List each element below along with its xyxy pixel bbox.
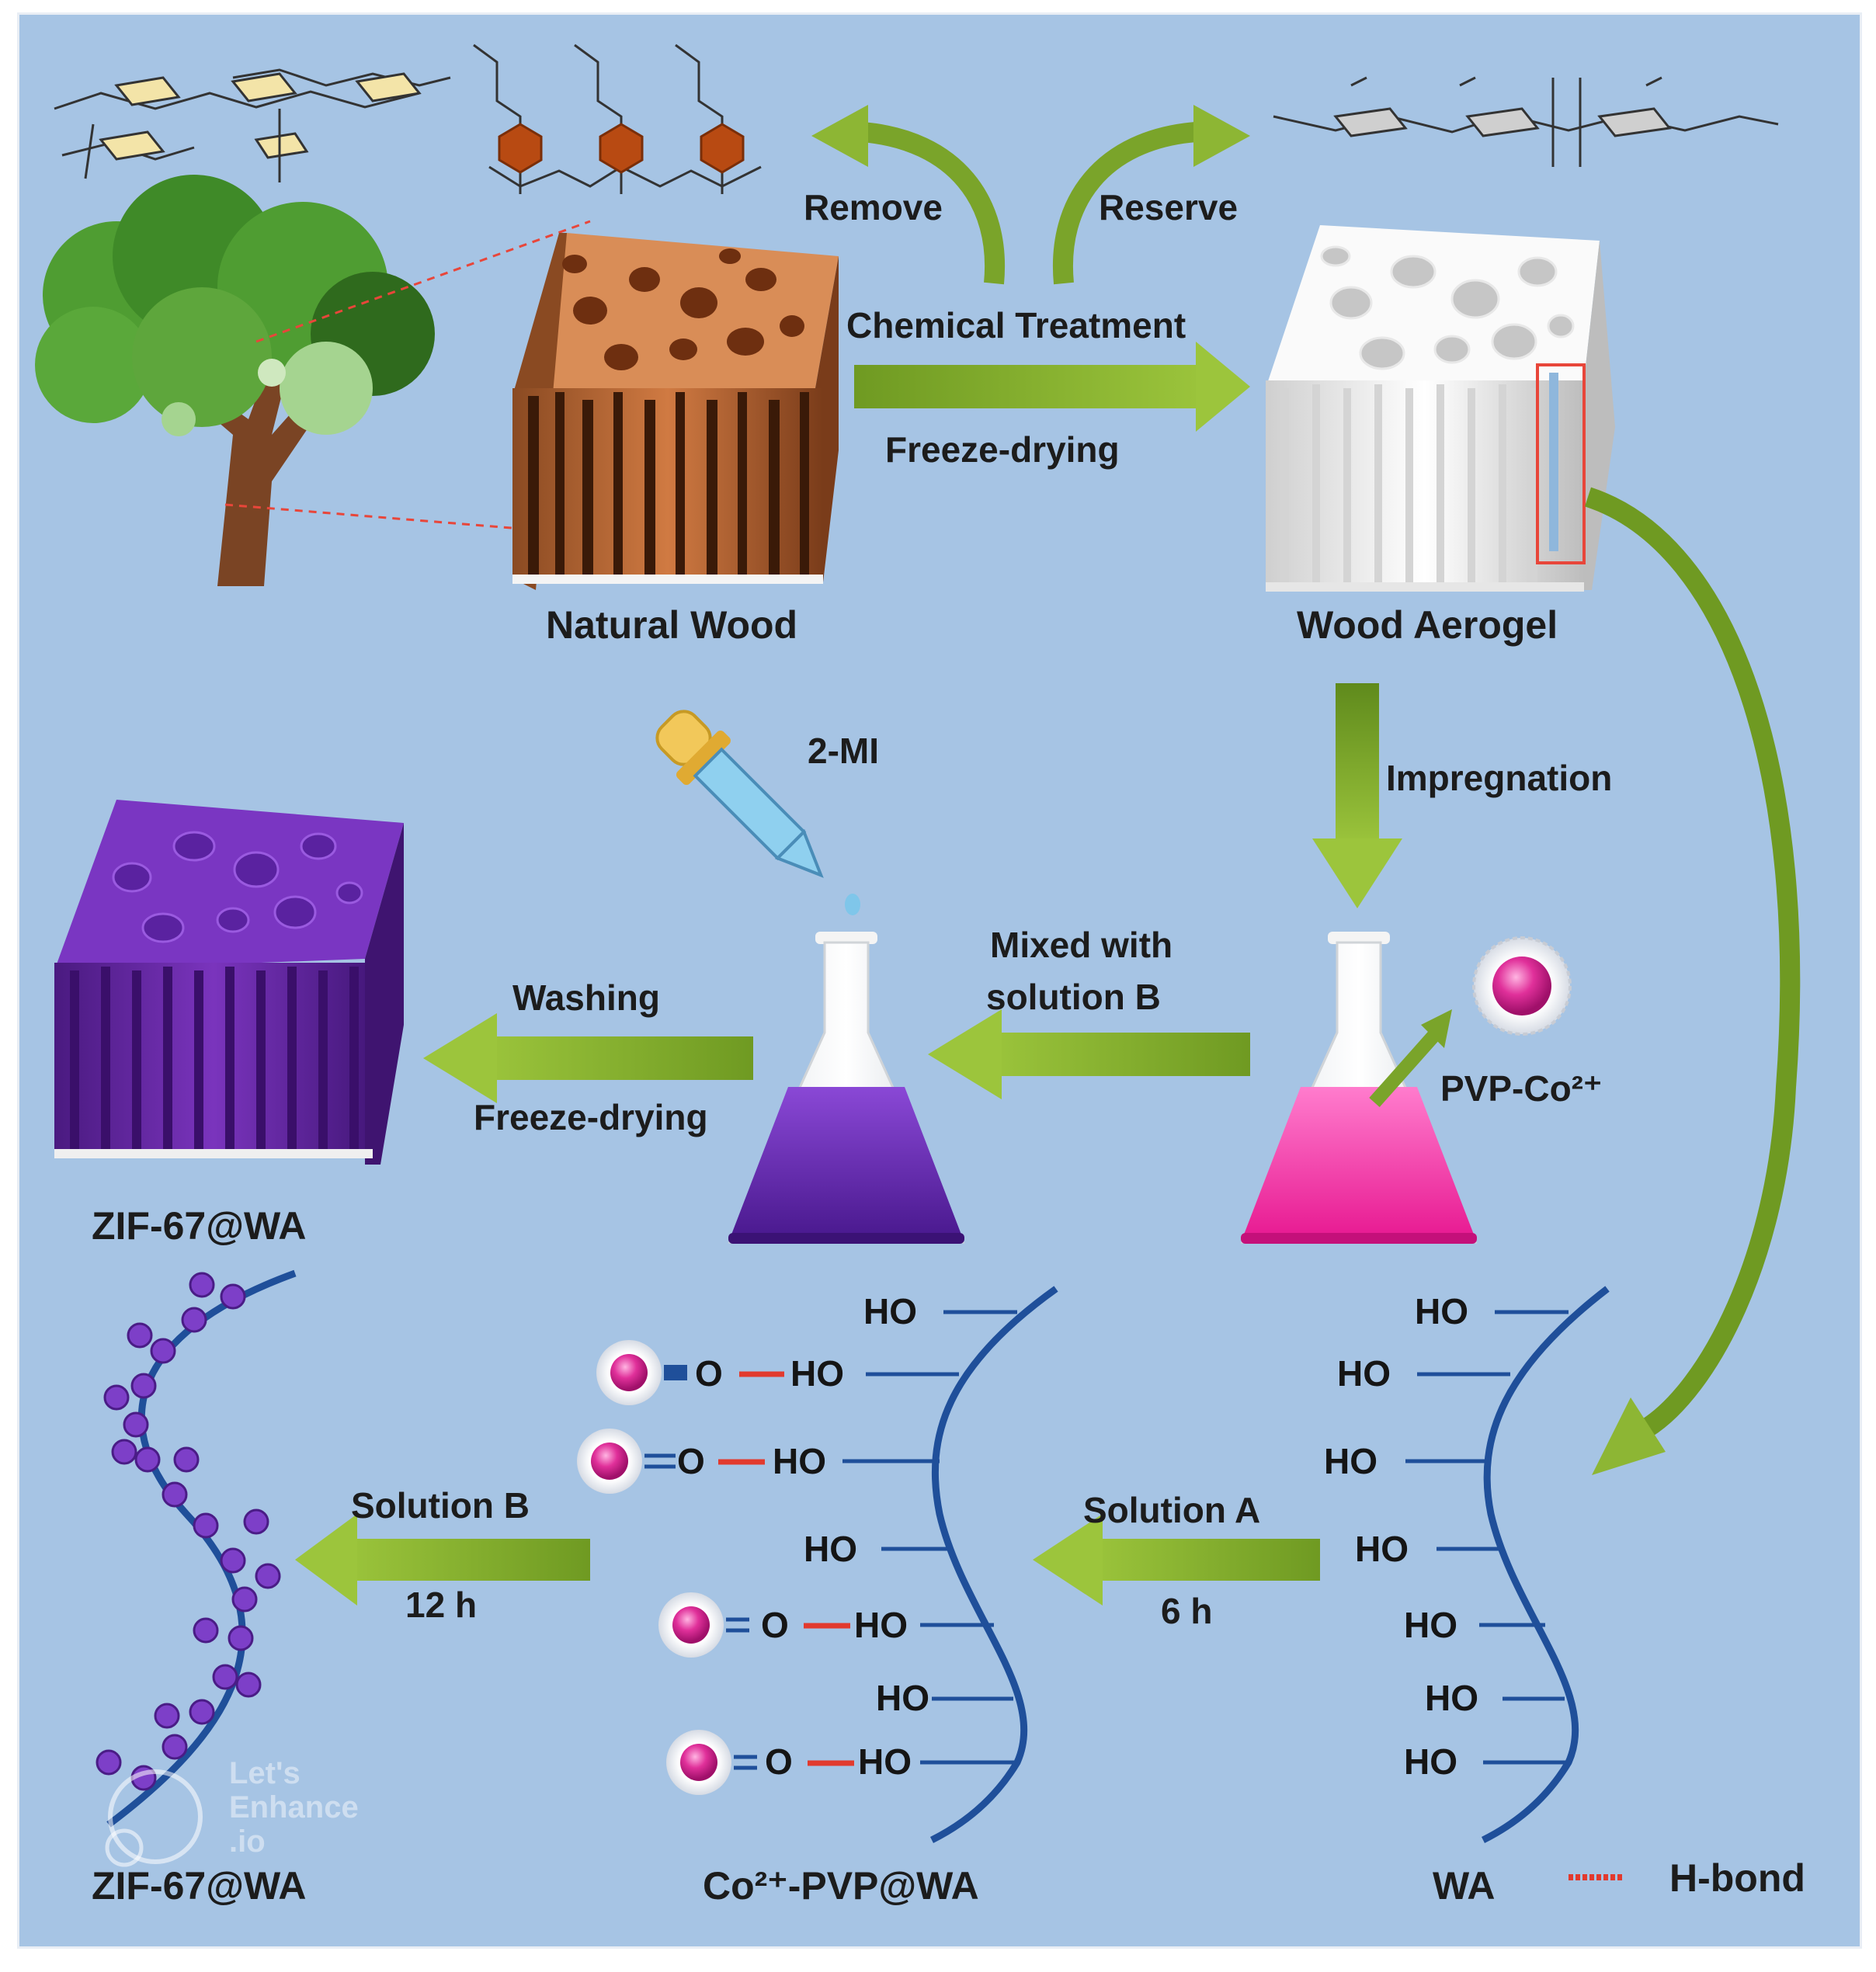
solution-b-label: Solution B xyxy=(351,1485,530,1526)
o-label: O xyxy=(695,1353,723,1394)
co-pvp-ho-label: HO xyxy=(863,1291,917,1331)
wa-label: WA xyxy=(1433,1864,1496,1908)
lignin-structure xyxy=(473,43,762,194)
wa-ho-label: HO xyxy=(1425,1678,1478,1718)
wood-aerogel-label: Wood Aerogel xyxy=(1297,603,1558,647)
zoom-indicator xyxy=(224,220,591,533)
cellulose-hemicellulose-structure xyxy=(54,68,451,182)
o-label: O xyxy=(765,1741,793,1782)
flask-purple-icon xyxy=(728,932,965,1244)
watermark-line: Let's xyxy=(229,1756,301,1790)
natural-wood-block xyxy=(512,233,839,590)
wa-ho-label: HO xyxy=(1324,1441,1377,1481)
pvp-co-particle-icon xyxy=(1472,936,1572,1036)
pvp-co-label: PVP-Co²⁺ xyxy=(1440,1068,1603,1109)
mixed-arrow xyxy=(928,1009,1250,1099)
solution-b-line-label: solution B xyxy=(986,977,1161,1017)
washing-label: Washing xyxy=(512,977,660,1018)
co-pvp-wa-label: Co²⁺-PVP@WA xyxy=(703,1864,979,1908)
reserve-label: Reserve xyxy=(1099,187,1239,227)
chemical-treatment-arrow xyxy=(854,342,1250,432)
wa-ho-label: HO xyxy=(1337,1353,1391,1394)
co-pvp-ho-label: HO xyxy=(858,1741,912,1782)
cellulose-structure-reserved xyxy=(1273,76,1779,167)
watermark-logo xyxy=(105,1769,203,1867)
remove-arrow xyxy=(811,105,1005,285)
time-12h-label: 12 h xyxy=(405,1585,478,1625)
natural-wood-label: Natural Wood xyxy=(546,603,798,647)
reserve-arrow xyxy=(1053,105,1250,285)
o-label: O xyxy=(677,1441,705,1481)
freeze-drying-top-label: Freeze-drying xyxy=(885,429,1120,470)
flask-pink-icon xyxy=(1240,932,1478,1244)
time-6h-label: 6 h xyxy=(1161,1591,1213,1631)
wa-ho-label: HO xyxy=(1415,1291,1468,1331)
impregnation-arrow xyxy=(1312,683,1402,908)
solution-a-arrow xyxy=(1033,1514,1320,1606)
watermark-text: Let's Enhance .io xyxy=(229,1756,359,1859)
remove-label: Remove xyxy=(804,187,943,227)
co-pvp-wa-chain xyxy=(842,1286,1058,1844)
impregnation-label: Impregnation xyxy=(1386,758,1613,798)
zif67-wa-mid-label: ZIF-67@WA xyxy=(92,1204,307,1248)
co-pvp-bonds xyxy=(577,1340,854,1795)
wa-chain xyxy=(1405,1286,1610,1844)
washing-arrow xyxy=(423,1013,753,1103)
watermark-line: Enhance xyxy=(229,1790,359,1824)
aerogel-to-wa-arrow xyxy=(1584,487,1801,1475)
zif67-wa-bottom-label: ZIF-67@WA xyxy=(92,1864,307,1908)
co-pvp-ho-label: HO xyxy=(773,1441,826,1481)
tree-icon xyxy=(35,175,435,586)
wood-aerogel-block xyxy=(1266,225,1615,592)
two-mi-label: 2-MI xyxy=(808,731,879,771)
wa-ho-label: HO xyxy=(1355,1529,1409,1569)
wa-ho-label: HO xyxy=(1404,1605,1457,1645)
watermark-line: .io xyxy=(229,1824,266,1859)
freeze-drying-mid-label: Freeze-drying xyxy=(474,1097,708,1137)
h-bond-label: H-bond xyxy=(1669,1856,1805,1900)
zif67-wa-chain xyxy=(96,1269,297,1828)
dropper-icon xyxy=(655,710,860,915)
mixed-with-label: Mixed with xyxy=(990,925,1173,965)
co-pvp-ho-label: HO xyxy=(804,1529,857,1569)
wa-ho-label: HO xyxy=(1404,1741,1457,1782)
zif67-block xyxy=(54,800,404,1165)
co-pvp-ho-label: HO xyxy=(854,1605,908,1645)
solution-a-label: Solution A xyxy=(1083,1490,1261,1530)
o-label: O xyxy=(761,1605,789,1645)
co-pvp-ho-label: HO xyxy=(876,1678,929,1718)
co-pvp-ho-label: HO xyxy=(790,1353,844,1394)
chemical-treatment-label: Chemical Treatment xyxy=(846,305,1186,345)
solution-b-arrow xyxy=(295,1514,590,1606)
